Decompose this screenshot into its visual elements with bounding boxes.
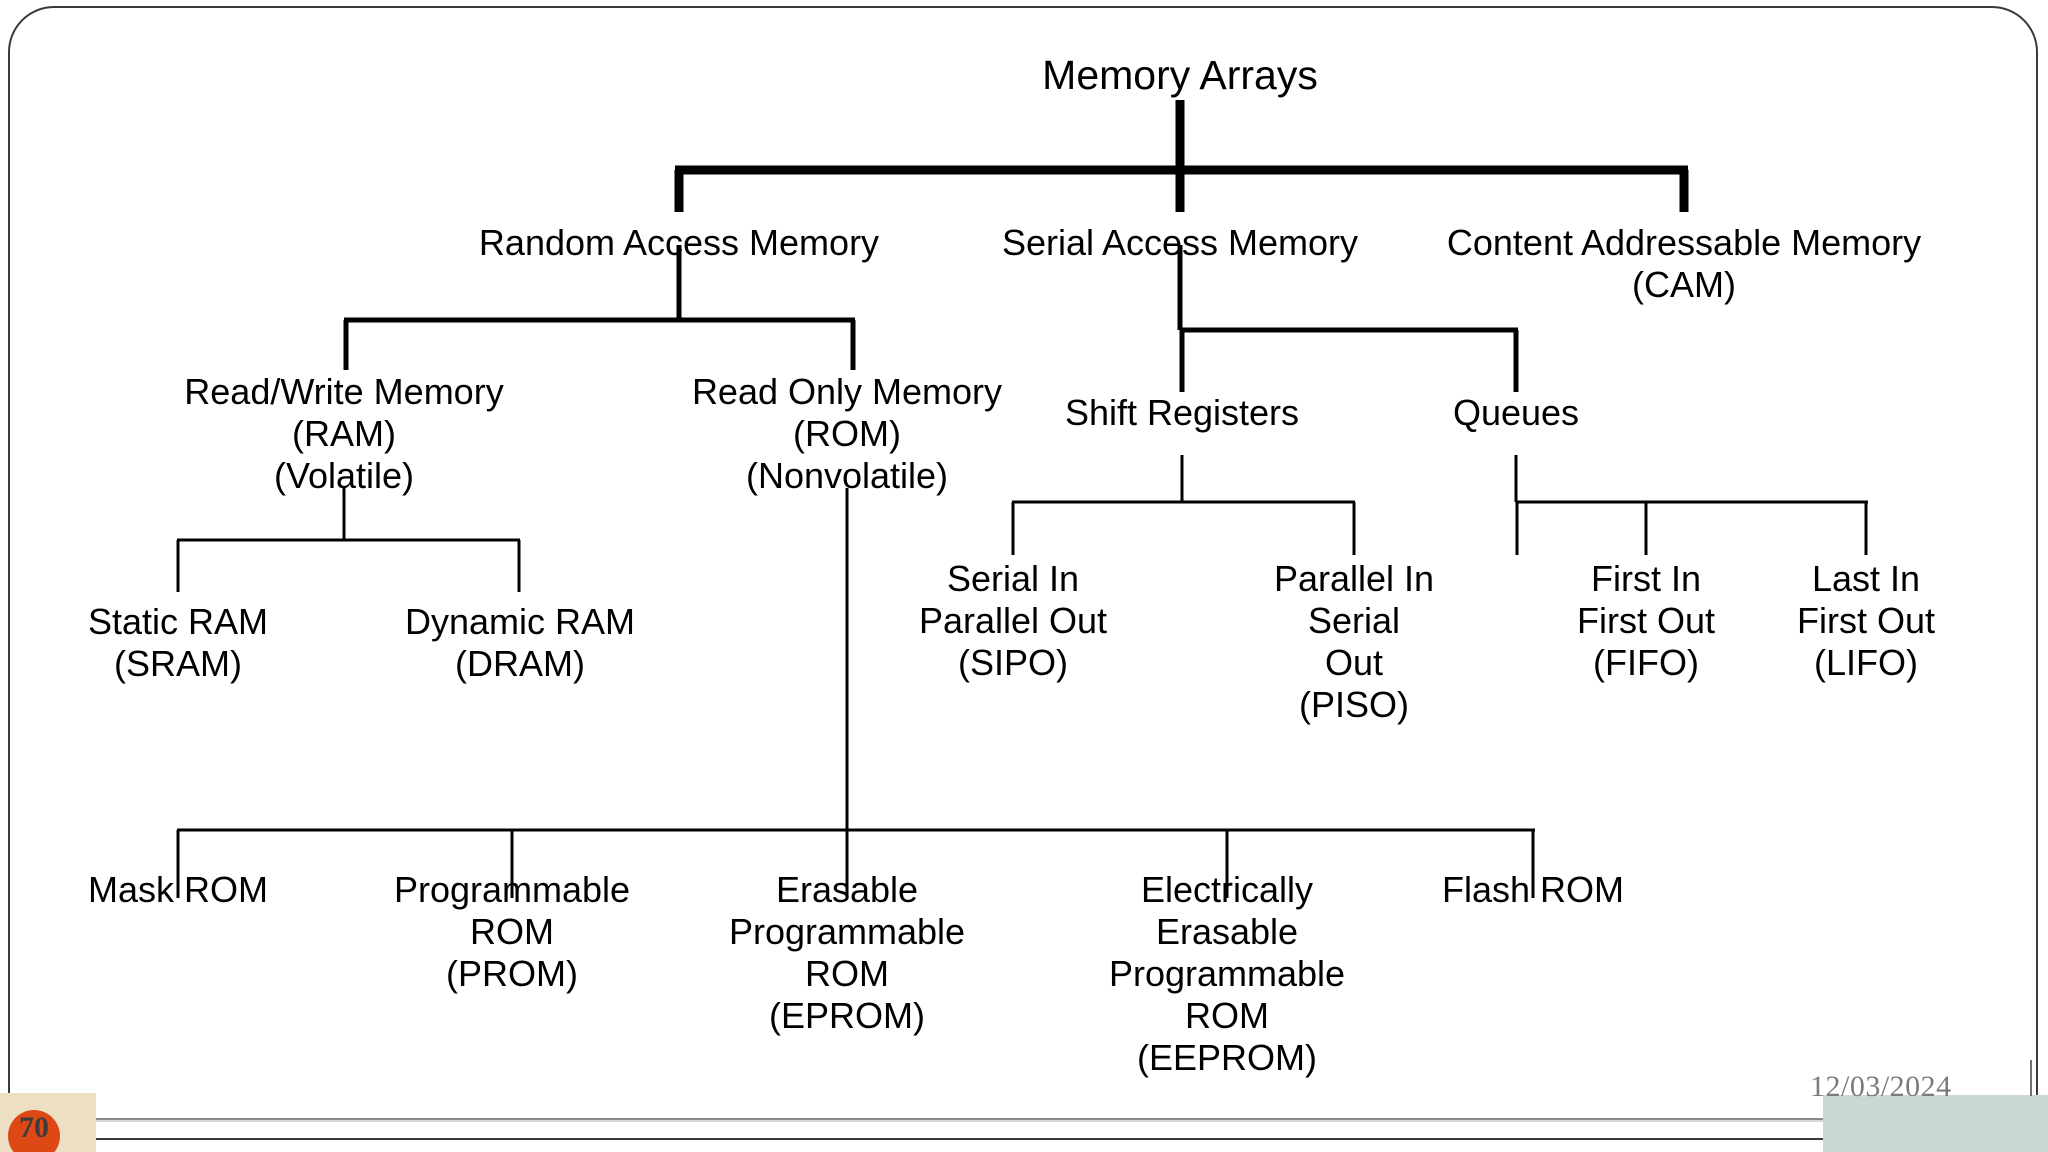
node-flash-rom: Flash ROM — [1441, 869, 1625, 910]
node-dynamic-ram: Dynamic RAM (DRAM) — [404, 601, 636, 684]
node-queues: Queues — [1452, 392, 1580, 433]
slide-number-text: 70 — [19, 1111, 49, 1144]
node-eeprom: Electrically Erasable Programmable ROM (… — [1108, 869, 1346, 1078]
node-static-ram: Static RAM (SRAM) — [87, 601, 269, 684]
node-read-write-memory: Read/Write Memory (RAM) (Volatile) — [184, 371, 504, 496]
slide-date-text: 12/03/2024 — [1810, 1070, 1952, 1103]
date-panel — [1823, 1095, 2048, 1152]
date-panel-tick — [2030, 1060, 2032, 1096]
node-memory-arrays: Memory Arrays — [1042, 52, 1318, 98]
node-mask-rom: Mask ROM — [88, 869, 268, 910]
node-content-addressable-memory: Content Addressable Memory (CAM) — [1446, 222, 1922, 305]
node-eprom: Erasable Programmable ROM (EPROM) — [728, 869, 966, 1036]
node-piso: Parallel In Serial Out (PISO) — [1273, 558, 1435, 725]
node-serial-access-memory: Serial Access Memory — [1001, 222, 1359, 263]
node-prom: Programmable ROM (PROM) — [393, 869, 631, 994]
node-lifo: Last In First Out (LIFO) — [1796, 558, 1935, 683]
slide-number-badge — [8, 1110, 60, 1152]
node-shift-registers: Shift Registers — [1064, 392, 1300, 433]
node-read-only-memory: Read Only Memory (ROM) (Nonvolatile) — [691, 371, 1003, 496]
node-fifo: First In First Out (FIFO) — [1576, 558, 1715, 683]
node-random-access-memory: Random Access Memory — [478, 222, 880, 263]
node-sipo: Serial In Parallel Out (SIPO) — [918, 558, 1108, 683]
footer-divider — [72, 1118, 1968, 1122]
